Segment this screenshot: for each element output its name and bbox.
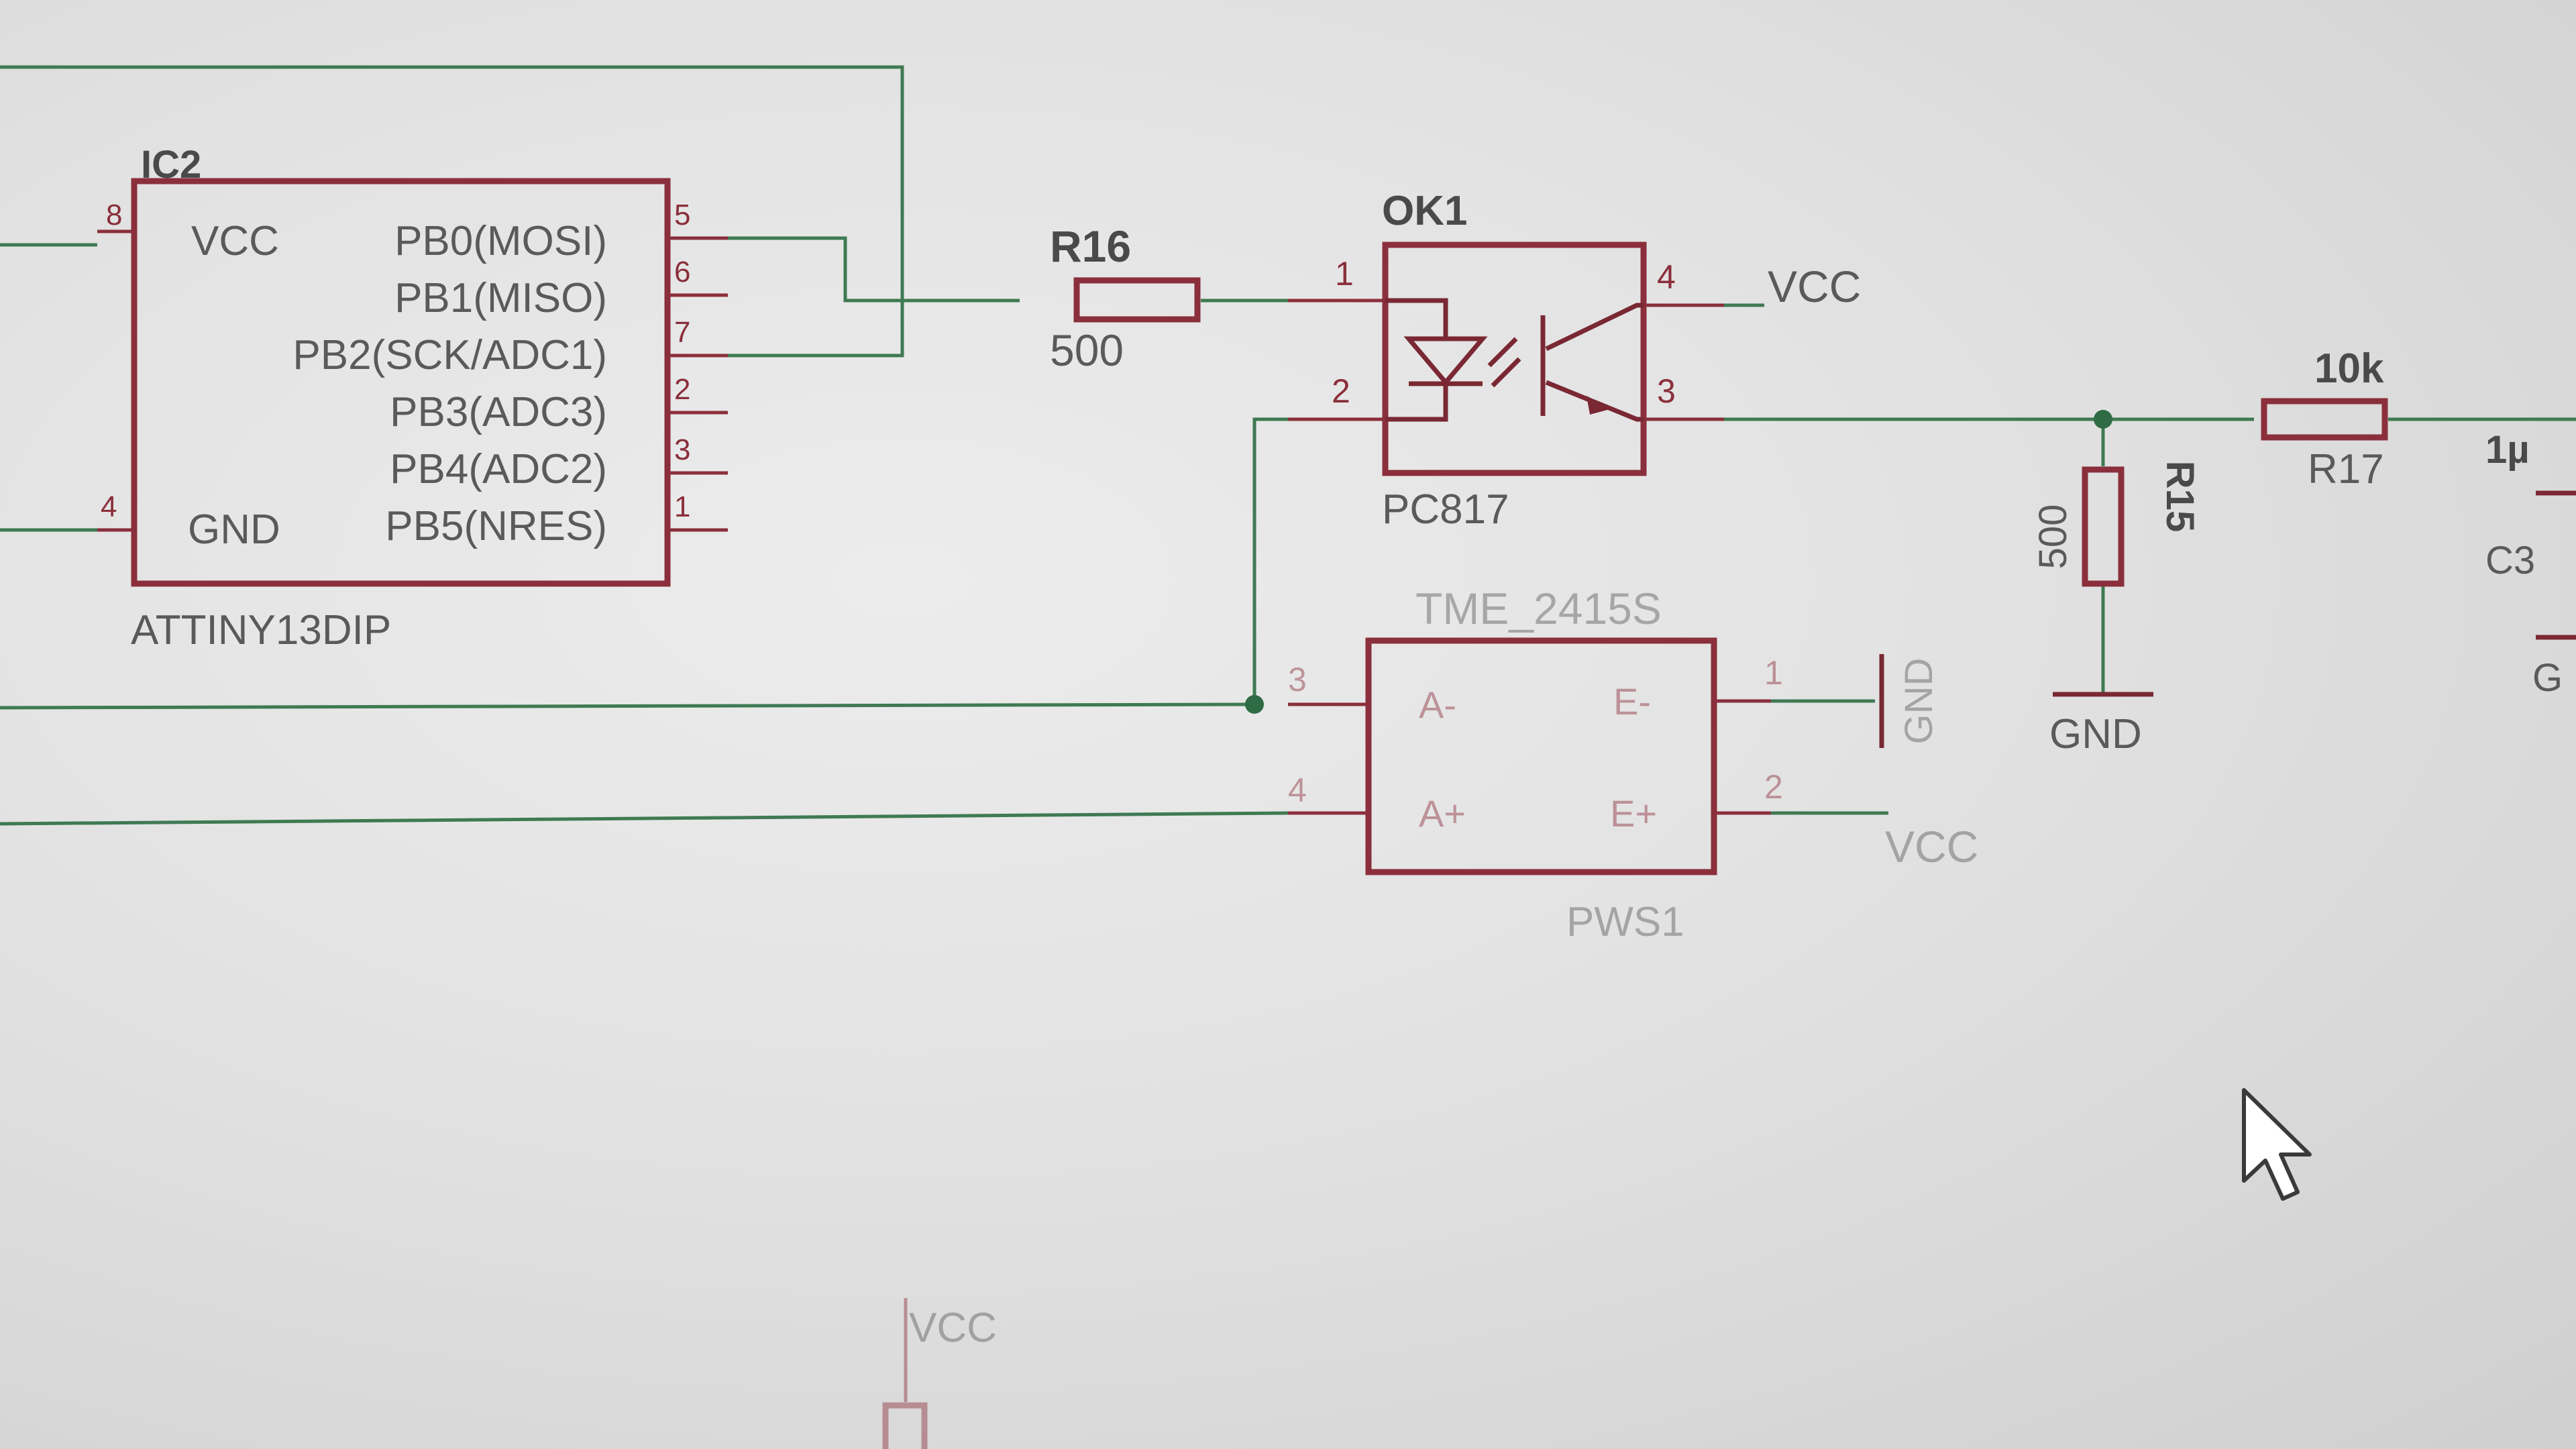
junction-dot xyxy=(2094,410,2112,429)
r15-gnd-label: GND xyxy=(2049,711,2142,757)
pws1-ref-label: PWS1 xyxy=(1566,899,1684,945)
ok1-vcc-label: VCC xyxy=(1768,262,1861,311)
ic2-label-pb2: PB2(SCK/ADC1) xyxy=(292,332,607,378)
ic2-label-pb3: PB3(ADC3) xyxy=(390,389,607,435)
ic2-label-pb0: PB0(MOSI) xyxy=(394,218,607,264)
pws1-part-label: TME_2415S xyxy=(1415,584,1662,633)
ic2-pin-num: 1 xyxy=(674,490,690,523)
r17-ref-label: R17 xyxy=(2308,446,2384,492)
c3-ref-label: C3 xyxy=(2485,539,2535,582)
ok1-body xyxy=(1382,241,1647,476)
c3-component[interactable]: 1µ C3 G xyxy=(2485,428,2576,700)
r15-body xyxy=(2082,466,2125,587)
r16-body xyxy=(1073,277,1201,323)
pws1-vcc-label: VCC xyxy=(1885,822,1978,871)
r16-value-label: 500 xyxy=(1050,325,1124,375)
pws1-label-a-minus: A- xyxy=(1419,684,1456,726)
ic2-body xyxy=(131,178,671,587)
wire-pb0-r16[interactable] xyxy=(728,236,1020,303)
ic2-pin-num: 2 xyxy=(674,373,690,406)
pws1-pin-num-1: 1 xyxy=(1764,654,1783,692)
ok1-pin-num-2: 2 xyxy=(1332,372,1350,410)
phototransistor-icon xyxy=(1540,303,1644,422)
ic2-value-label: ATTINY13DIP xyxy=(131,607,391,653)
ic2-pin-num: 6 xyxy=(674,256,690,288)
ic2-pin-num: 5 xyxy=(674,199,690,231)
ic2-pin-num: 3 xyxy=(674,433,690,466)
pws1-label-e-minus: E- xyxy=(1613,680,1651,722)
wire-top-loop[interactable] xyxy=(0,65,904,358)
r15-component[interactable]: 500 R15 GND xyxy=(2031,461,2202,757)
ok1-pin-num-3: 3 xyxy=(1657,372,1676,410)
r17-value-label: 10k xyxy=(2314,345,2384,392)
bottom-vcc-symbol[interactable]: VCC xyxy=(882,1298,997,1449)
r17-component[interactable]: 10k R17 xyxy=(2261,345,2388,492)
wire-ok1-pin2[interactable] xyxy=(1252,417,1288,704)
ok1-component[interactable]: 1 2 4 3 OK1 PC817 VCC xyxy=(1288,188,1861,533)
bottom-vcc-label: VCC xyxy=(909,1305,997,1351)
r16-component[interactable]: R16 500 xyxy=(1050,221,1201,375)
pws1-pin-num-4: 4 xyxy=(1288,771,1307,809)
junction-dot xyxy=(1245,695,1264,714)
ok1-ref-label: OK1 xyxy=(1382,188,1467,234)
pws1-component[interactable]: 3 4 1 2 A- A+ E- E+ TME_2415S PWS1 GND V… xyxy=(1288,584,1978,945)
pws1-pin-num-2: 2 xyxy=(1764,768,1783,806)
bottom-part-stub xyxy=(882,1402,928,1449)
ic2-label-pb1: PB1(MISO) xyxy=(394,275,607,321)
ic2-label-pb5: PB5(NRES) xyxy=(385,503,607,549)
pws1-gnd-label: GND xyxy=(1897,658,1941,745)
led-symbol-icon xyxy=(1385,298,1521,422)
c3-partial-label: G xyxy=(2532,656,2563,700)
r15-ref-label: R15 xyxy=(2158,461,2202,532)
wires xyxy=(0,65,2576,826)
pws1-label-e-plus: E+ xyxy=(1610,792,1657,835)
ok1-value-label: PC817 xyxy=(1382,486,1509,533)
ic2-label-gnd: GND xyxy=(188,506,280,553)
ic2-pin-num-vcc: 8 xyxy=(106,199,122,231)
ic2-pin-num-gnd: 4 xyxy=(101,490,117,523)
ok1-pin-num-1: 1 xyxy=(1335,255,1354,292)
ic2-label-pb4: PB4(ADC2) xyxy=(390,446,607,492)
wire-a-minus-bus[interactable] xyxy=(0,702,1255,710)
ic2-ref-label: IC2 xyxy=(141,143,201,186)
ic2-component[interactable]: 8 4 VCC GND PB0(MOSI) PB1(MISO) PB2(SCK/… xyxy=(97,143,728,653)
r16-ref-label: R16 xyxy=(1050,221,1131,271)
ic2-pin-num: 7 xyxy=(674,316,690,349)
pws1-body xyxy=(1365,637,1717,875)
wire-a-plus-bus[interactable] xyxy=(0,811,1289,826)
ic2-label-vcc: VCC xyxy=(191,218,279,264)
r17-body xyxy=(2261,398,2388,441)
c3-value-label: 1µ xyxy=(2485,428,2530,472)
pws1-label-a-plus: A+ xyxy=(1419,792,1466,835)
r15-value-label: 500 xyxy=(2031,504,2075,570)
mouse-cursor-icon xyxy=(2242,1088,2312,1201)
pws1-pin-num-3: 3 xyxy=(1288,661,1307,698)
ok1-pin-num-4: 4 xyxy=(1657,258,1676,296)
